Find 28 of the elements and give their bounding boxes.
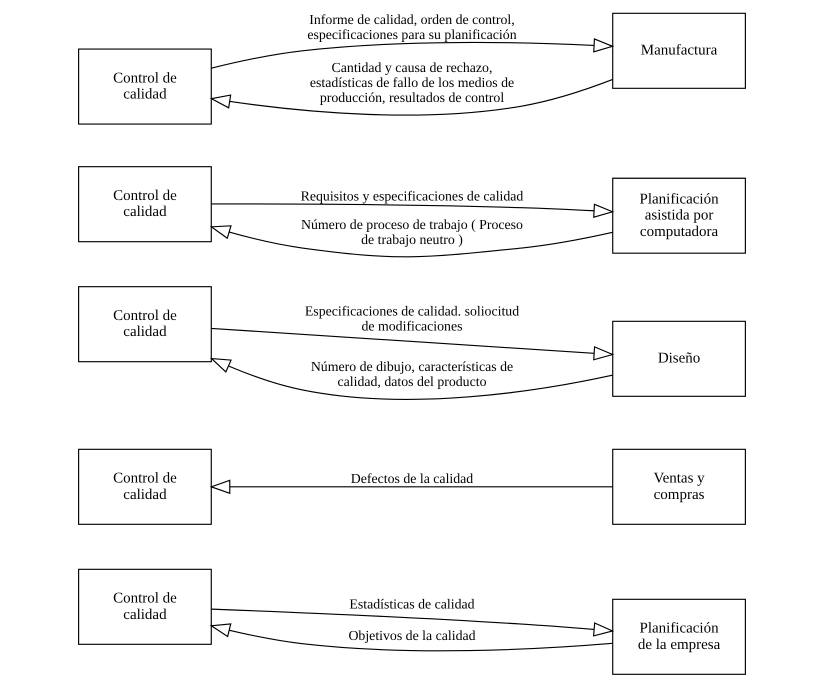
- node-box: Control de calidad: [78, 568, 212, 645]
- node-box: Control de calidad: [78, 48, 212, 125]
- node-box: Manufactura: [612, 12, 746, 89]
- edge-label: Requisitos y especificaciones de calidad: [300, 188, 524, 204]
- node-box: Ventas y compras: [612, 448, 746, 525]
- arrow: [210, 623, 613, 652]
- arrow: [210, 480, 613, 494]
- node-box: Control de calidad: [78, 166, 212, 242]
- edge-label: Número de proceso de trabajo ( Proceso de trabajo neutro ): [301, 217, 523, 248]
- node-box: Planificación asistida por computadora: [612, 178, 746, 254]
- arrow: [212, 608, 614, 637]
- arrow: [210, 225, 613, 258]
- node-box: Planificación de la empresa: [612, 598, 746, 675]
- edge-label: Número de dibujo, características de calidad, datos del producto: [310, 359, 514, 390]
- edge-label: Cantidad y causa de rechazo, estadísticas de fallo de los medios de producción, resultados de control: [310, 60, 514, 106]
- arrow: [211, 328, 614, 361]
- node-box: Control de calidad: [78, 448, 212, 525]
- node-box: Control de calidad: [78, 286, 212, 362]
- edge-label: Informe de calidad, orden de control, especificaciones para su planificación: [307, 12, 517, 42]
- edge-label: Defectos de la calidad: [350, 470, 474, 486]
- arrow: [210, 78, 613, 116]
- arrow: [212, 203, 614, 218]
- edge-label: Objetivos de la calidad: [348, 628, 476, 643]
- node-box: Diseño: [612, 320, 746, 397]
- edge-label: Especificaciones de calidad. soliocitud de modificaciones: [304, 304, 520, 334]
- edge-label: Estadísticas de calidad: [349, 596, 475, 612]
- arrow: [211, 38, 614, 69]
- arrow: [210, 358, 613, 400]
